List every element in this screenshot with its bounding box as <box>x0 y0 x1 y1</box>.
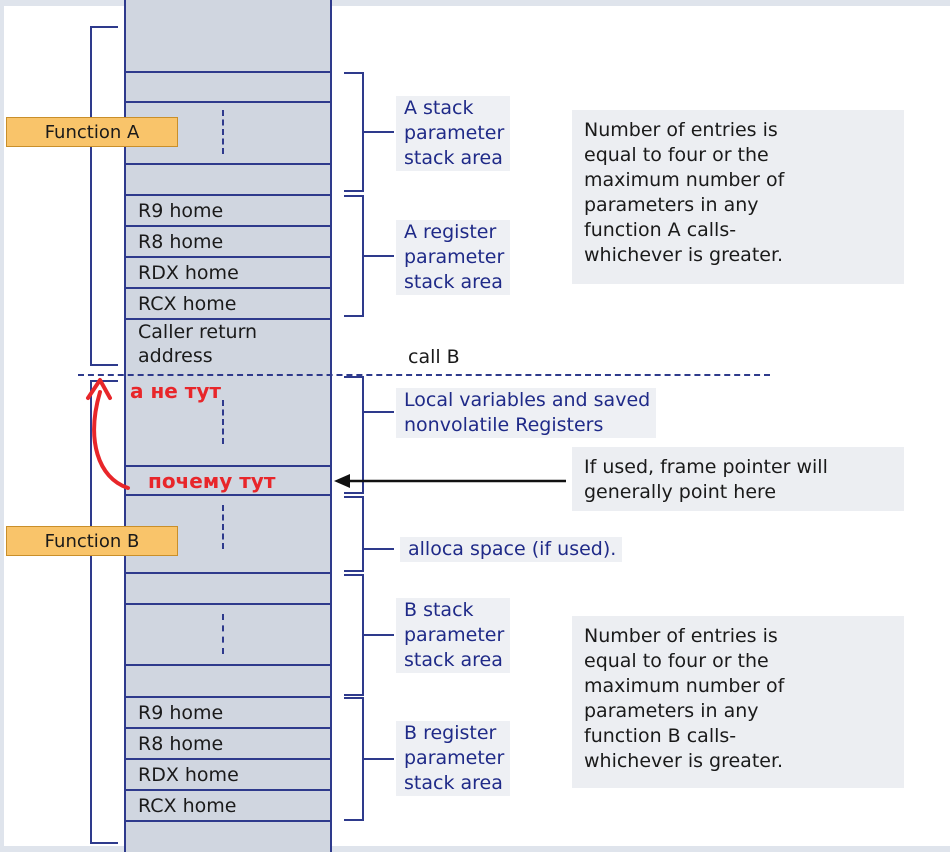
stack-divider <box>124 789 332 791</box>
stack-divider <box>124 820 332 822</box>
label-b-register-param: B register parameter stack area <box>396 721 511 796</box>
stack-divider <box>124 163 332 165</box>
call-boundary-line <box>78 374 770 376</box>
bracket-tick <box>364 131 394 133</box>
stack-divider <box>124 758 332 760</box>
note-line: function B calls- <box>584 725 737 747</box>
stack-divider <box>124 696 332 698</box>
cell-rdx-home-a: RDX home <box>138 262 239 284</box>
continuation-mark <box>222 110 224 154</box>
label-line: stack area <box>404 649 503 671</box>
note-line: equal to four or the <box>584 144 769 166</box>
stack-divider <box>124 727 332 729</box>
caller-line-1: Caller return <box>138 321 258 343</box>
label-line: parameter <box>404 747 505 769</box>
stack-divider <box>124 494 332 496</box>
a-stack-param-bracket <box>344 72 364 192</box>
stack-divider <box>124 71 332 73</box>
function-a-tag: Function A <box>6 117 178 147</box>
label-line: nonvolatile Registers <box>404 414 604 436</box>
cell-rcx-home-a: RCX home <box>138 293 237 315</box>
red-curved-arrow <box>92 390 130 490</box>
note-line: generally point here <box>584 481 777 503</box>
label-alloca: alloca space (if used). <box>400 537 623 562</box>
note-line: maximum number of <box>584 169 785 191</box>
label-line: Local variables and saved <box>404 389 651 411</box>
label-line: parameter <box>404 624 505 646</box>
label-a-stack-param: A stack parameter stack area <box>396 96 511 171</box>
stack-divider <box>124 465 332 467</box>
frame-border-top <box>0 0 950 6</box>
stack-divider <box>124 194 332 196</box>
continuation-mark <box>222 614 224 654</box>
annotation-why-here: почему тут <box>148 469 276 493</box>
note-line: maximum number of <box>584 675 785 697</box>
cell-rcx-home-b: RCX home <box>138 795 237 817</box>
red-arrow-head-icon <box>86 378 112 400</box>
cell-r8-home-a: R8 home <box>138 231 224 253</box>
call-b-label: call B <box>408 346 460 368</box>
a-register-param-bracket <box>344 195 364 317</box>
label-line: stack area <box>404 271 503 293</box>
b-register-param-bracket <box>344 697 364 821</box>
note-line: If used, frame pointer will <box>584 456 828 478</box>
note-line: whichever is greater. <box>584 750 784 772</box>
label-line: A register <box>404 221 497 243</box>
bracket-tick <box>364 758 394 760</box>
alloca-bracket <box>344 496 364 572</box>
note-line: whichever is greater. <box>584 244 784 266</box>
function-b-tag: Function B <box>6 526 178 556</box>
note-line: equal to four or the <box>584 650 769 672</box>
continuation-mark <box>222 505 224 549</box>
label-line: parameter <box>404 246 505 268</box>
note-line: function A calls- <box>584 219 737 241</box>
cell-r8-home-b: R8 home <box>138 733 224 755</box>
note-line: Number of entries is <box>584 119 778 141</box>
b-stack-param-bracket <box>344 574 364 696</box>
cell-caller-return-address: Caller return address <box>138 320 257 368</box>
bracket-tick <box>364 411 394 413</box>
frame-pointer-arrow-head-icon <box>334 474 350 488</box>
frame-border-bottom <box>0 846 950 852</box>
note-frame-pointer: If used, frame pointer will generally po… <box>572 447 904 511</box>
label-line: stack area <box>404 147 503 169</box>
continuation-mark <box>222 400 224 444</box>
note-b-entries: Number of entries is equal to four or th… <box>572 616 904 788</box>
stack-divider <box>124 287 332 289</box>
function-b-bracket <box>90 380 118 844</box>
cell-r9-home-a: R9 home <box>138 200 224 222</box>
label-line: parameter <box>404 122 505 144</box>
label-line: B stack <box>404 599 474 621</box>
stack-divider <box>124 572 332 574</box>
stack-divider <box>124 318 332 320</box>
bracket-tick <box>364 634 394 636</box>
frame-border-left <box>0 0 4 852</box>
stack-divider <box>124 101 332 103</box>
label-local-vars: Local variables and saved nonvolatile Re… <box>396 388 657 438</box>
function-a-bracket <box>90 26 118 366</box>
label-line: stack area <box>404 772 503 794</box>
annotation-not-here: а не тут <box>130 379 222 403</box>
local-vars-bracket <box>344 376 364 494</box>
caller-line-2: address <box>138 345 213 367</box>
cell-rdx-home-b: RDX home <box>138 764 239 786</box>
label-line: A stack <box>404 97 474 119</box>
bracket-tick <box>364 548 394 550</box>
cell-r9-home-b: R9 home <box>138 702 224 724</box>
stack-divider <box>124 603 332 605</box>
label-a-register-param: A register parameter stack area <box>396 220 511 295</box>
note-line: parameters in any <box>584 194 759 216</box>
stack-divider <box>124 664 332 666</box>
note-a-entries: Number of entries is equal to four or th… <box>572 110 904 284</box>
label-b-stack-param: B stack parameter stack area <box>396 598 511 673</box>
stack-divider <box>124 256 332 258</box>
stack-divider <box>124 225 332 227</box>
note-line: Number of entries is <box>584 625 778 647</box>
note-line: parameters in any <box>584 700 759 722</box>
bracket-tick <box>364 255 394 257</box>
label-line: B register <box>404 722 497 744</box>
